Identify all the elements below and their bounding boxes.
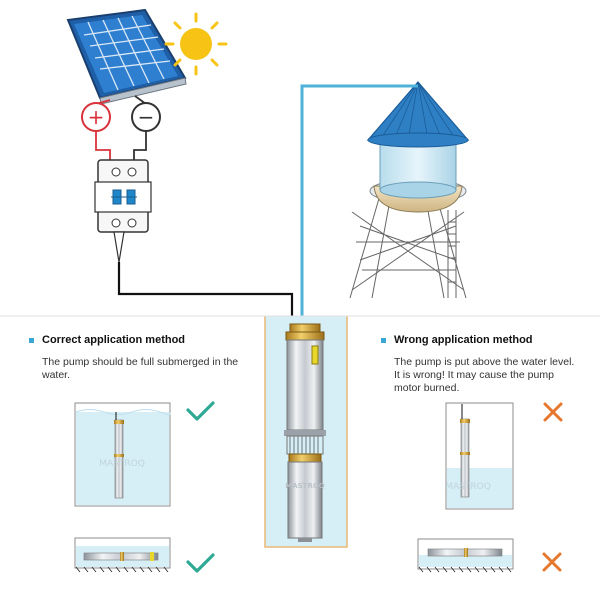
water-tower bbox=[349, 81, 470, 299]
wrong-heading-text: Wrong application method bbox=[394, 334, 533, 346]
pump-watermark: MASTROQ bbox=[285, 482, 325, 490]
check-icon bbox=[186, 401, 215, 421]
bullet-icon bbox=[381, 337, 386, 343]
correct-description: The pump should be full submerged in the… bbox=[42, 356, 239, 381]
bullet-icon bbox=[29, 337, 34, 343]
check-icon bbox=[186, 553, 215, 573]
inset-wrong-vertical: MASTROQ bbox=[445, 402, 514, 510]
cross-icon bbox=[542, 552, 562, 572]
negative-terminal-icon: − bbox=[131, 102, 161, 132]
svg-text:+: + bbox=[88, 105, 105, 129]
inset-correct-vertical: MASTROQ bbox=[74, 402, 171, 507]
inset-correct-horizontal bbox=[74, 537, 171, 573]
positive-terminal-icon: + bbox=[81, 102, 111, 132]
cross-icon bbox=[543, 402, 563, 422]
correct-heading: Correct application method bbox=[29, 334, 239, 346]
wrong-description: The pump is put above the water level. I… bbox=[394, 356, 575, 394]
wrong-heading: Wrong application method bbox=[381, 334, 576, 346]
delivery-pipe bbox=[300, 84, 418, 318]
svg-text:−: − bbox=[138, 105, 155, 129]
wrong-caption: Wrong application method The pump is put… bbox=[381, 334, 576, 395]
solar-panel bbox=[66, 8, 187, 105]
correct-heading-text: Correct application method bbox=[42, 334, 186, 346]
svg-text:MASTROQ: MASTROQ bbox=[99, 459, 145, 469]
inset-wrong-horizontal bbox=[417, 538, 514, 573]
sun-icon bbox=[164, 12, 228, 76]
main-pump: MASTROQ bbox=[284, 323, 326, 542]
svg-text:MASTROQ: MASTROQ bbox=[445, 482, 491, 492]
pump-cable bbox=[117, 262, 294, 332]
circuit-breaker bbox=[94, 159, 152, 263]
correct-caption: Correct application method The pump shou… bbox=[29, 334, 239, 382]
